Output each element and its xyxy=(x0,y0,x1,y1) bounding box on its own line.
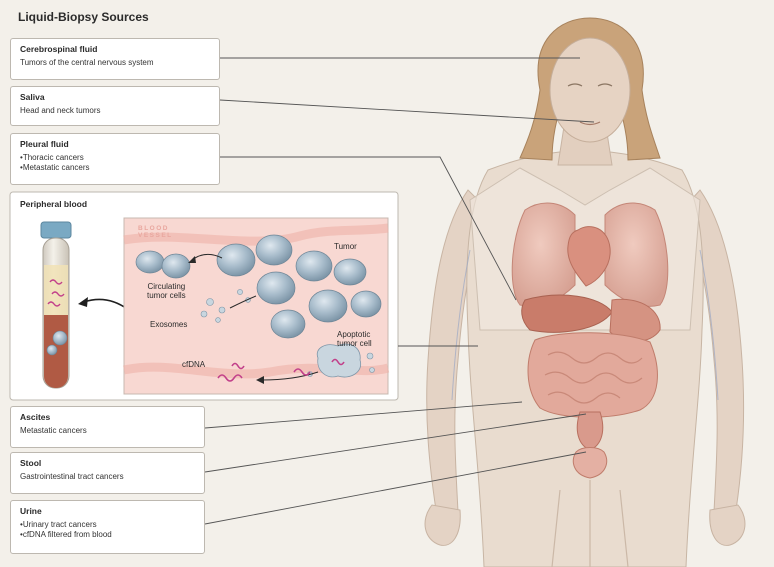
apoptotic-tumor-cell-label: Apoptotic tumor cell xyxy=(337,330,372,348)
source-line: Metastatic cancers xyxy=(20,163,210,173)
source-heading: Pleural fluid xyxy=(20,139,210,149)
human-body-figure xyxy=(425,18,745,567)
source-line: Urinary tract cancers xyxy=(20,520,195,530)
source-box-saliva: Saliva Head and neck tumors xyxy=(10,86,220,126)
blood-tube xyxy=(41,222,71,388)
source-box-pleural: Pleural fluid Thoracic cancers Metastati… xyxy=(10,133,220,185)
peripheral-blood-heading: Peripheral blood xyxy=(20,200,87,209)
source-box-urine: Urine Urinary tract cancers cfDNA filter… xyxy=(10,500,205,554)
tube-cell-2 xyxy=(47,345,57,355)
vessel-label-line: VESSEL xyxy=(138,232,173,239)
source-box-cerebrospinal: Cerebrospinal fluid Tumors of the centra… xyxy=(10,38,220,80)
source-line: Metastatic cancers xyxy=(20,426,195,436)
source-heading: Cerebrospinal fluid xyxy=(20,44,210,54)
vessel-label-line: BLOOD xyxy=(138,225,173,232)
label-line: tumor cell xyxy=(337,339,372,348)
face xyxy=(550,38,630,142)
left-hand xyxy=(425,505,460,545)
exosomes-label: Exosomes xyxy=(150,320,187,329)
tube-cell-1 xyxy=(53,331,67,345)
lung-left xyxy=(512,203,575,306)
apoptotic-cell xyxy=(317,344,360,377)
source-box-stool: Stool Gastrointestinal tract cancers xyxy=(10,452,205,494)
right-hand xyxy=(710,505,745,545)
cfdna-label: cfDNA xyxy=(182,360,205,369)
label-line: Circulating xyxy=(147,282,186,291)
tumor-label: Tumor xyxy=(334,242,357,251)
source-heading: Ascites xyxy=(20,412,195,422)
source-line: Thoracic cancers xyxy=(20,153,210,163)
figure-title: Liquid-Biopsy Sources xyxy=(18,10,149,24)
source-line: Gastrointestinal tract cancers xyxy=(20,472,195,482)
source-box-ascites: Ascites Metastatic cancers xyxy=(10,406,205,448)
source-line: Tumors of the central nervous system xyxy=(20,58,210,68)
label-line: tumor cells xyxy=(147,291,186,300)
tube-cap xyxy=(41,222,71,238)
label-line: Apoptotic xyxy=(337,330,372,339)
source-heading: Saliva xyxy=(20,92,210,102)
lung-right xyxy=(605,203,668,306)
intestines xyxy=(528,333,657,418)
circulating-tumor-cells-label: Circulating tumor cells xyxy=(147,282,186,300)
source-heading: Stool xyxy=(20,458,195,468)
source-line: Head and neck tumors xyxy=(20,106,210,116)
source-heading: Urine xyxy=(20,506,195,516)
vessel-label: BLOOD VESSEL xyxy=(138,225,173,239)
tube-plasma xyxy=(44,265,68,315)
source-line: cfDNA filtered from blood xyxy=(20,530,195,540)
